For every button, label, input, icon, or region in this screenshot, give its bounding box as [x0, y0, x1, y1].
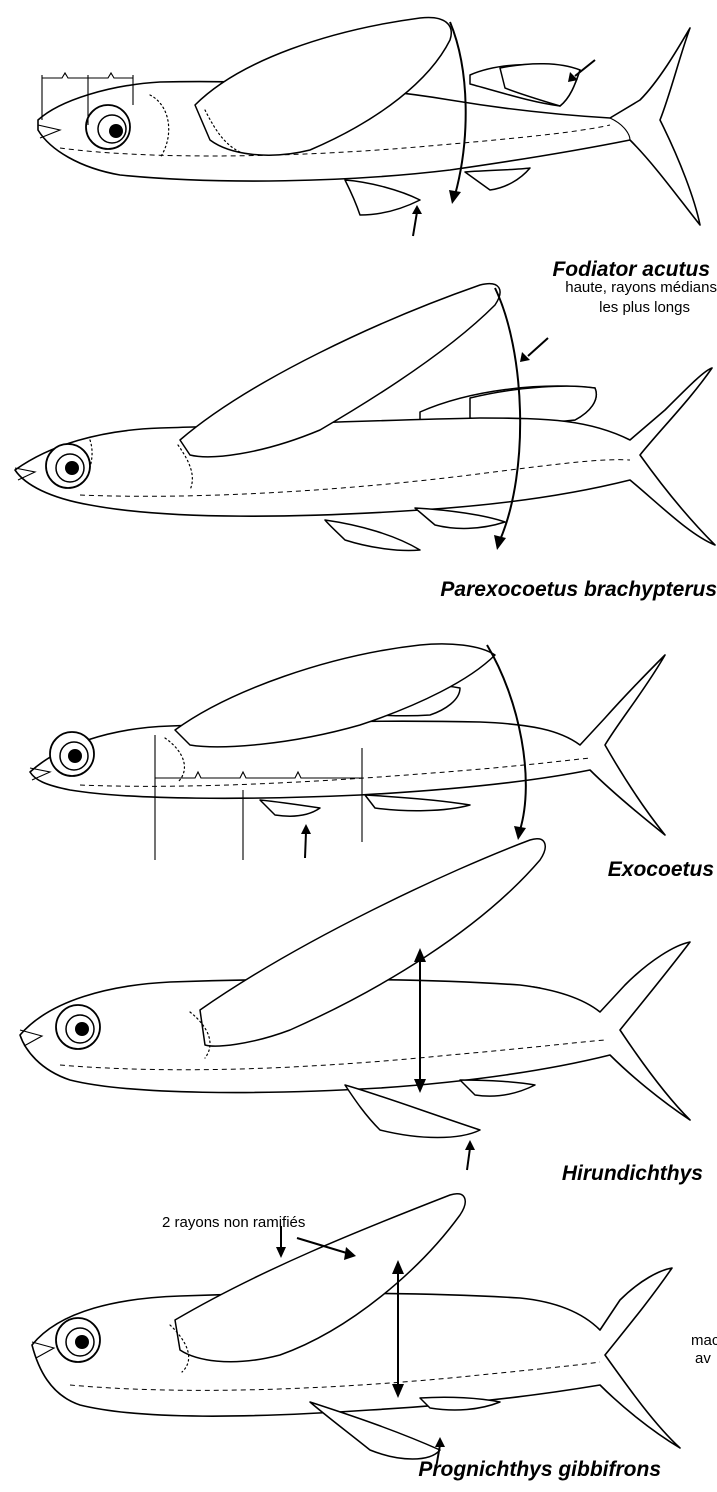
fish-parexocoetus-brachypterus: haute, rayons médians les plus longs [15, 279, 717, 551]
species-label: Prognichthys gibbifrons [418, 1458, 661, 1481]
species-label: Exocoetus [608, 858, 714, 881]
note-line-1: 2 rayons non ramifiés [162, 1214, 305, 1231]
pelvic-fin [260, 800, 320, 816]
species-label: Parexocoetus brachypterus [440, 578, 717, 601]
fish-hirundichthys [20, 839, 690, 1170]
species-label: Fodiator acutus [552, 258, 710, 281]
fish-exocoetus [30, 644, 665, 860]
cropped-note-line-2: av [695, 1350, 711, 1367]
pelvic-fin [345, 180, 420, 215]
pelvic-fin [310, 1402, 440, 1459]
note-line-2: les plus longs [599, 299, 690, 316]
fish-fodiator-acutus [38, 17, 700, 236]
cropped-note-line-1: mac [691, 1332, 717, 1349]
pelvic-fin [325, 520, 420, 551]
fish-prognichthys-gibbifrons: 2 rayons non ramifiés [32, 1194, 680, 1468]
pelvic-fin [345, 1085, 480, 1138]
species-label: Hirundichthys [562, 1162, 703, 1185]
note-line-1: haute, rayons médians [565, 279, 717, 296]
